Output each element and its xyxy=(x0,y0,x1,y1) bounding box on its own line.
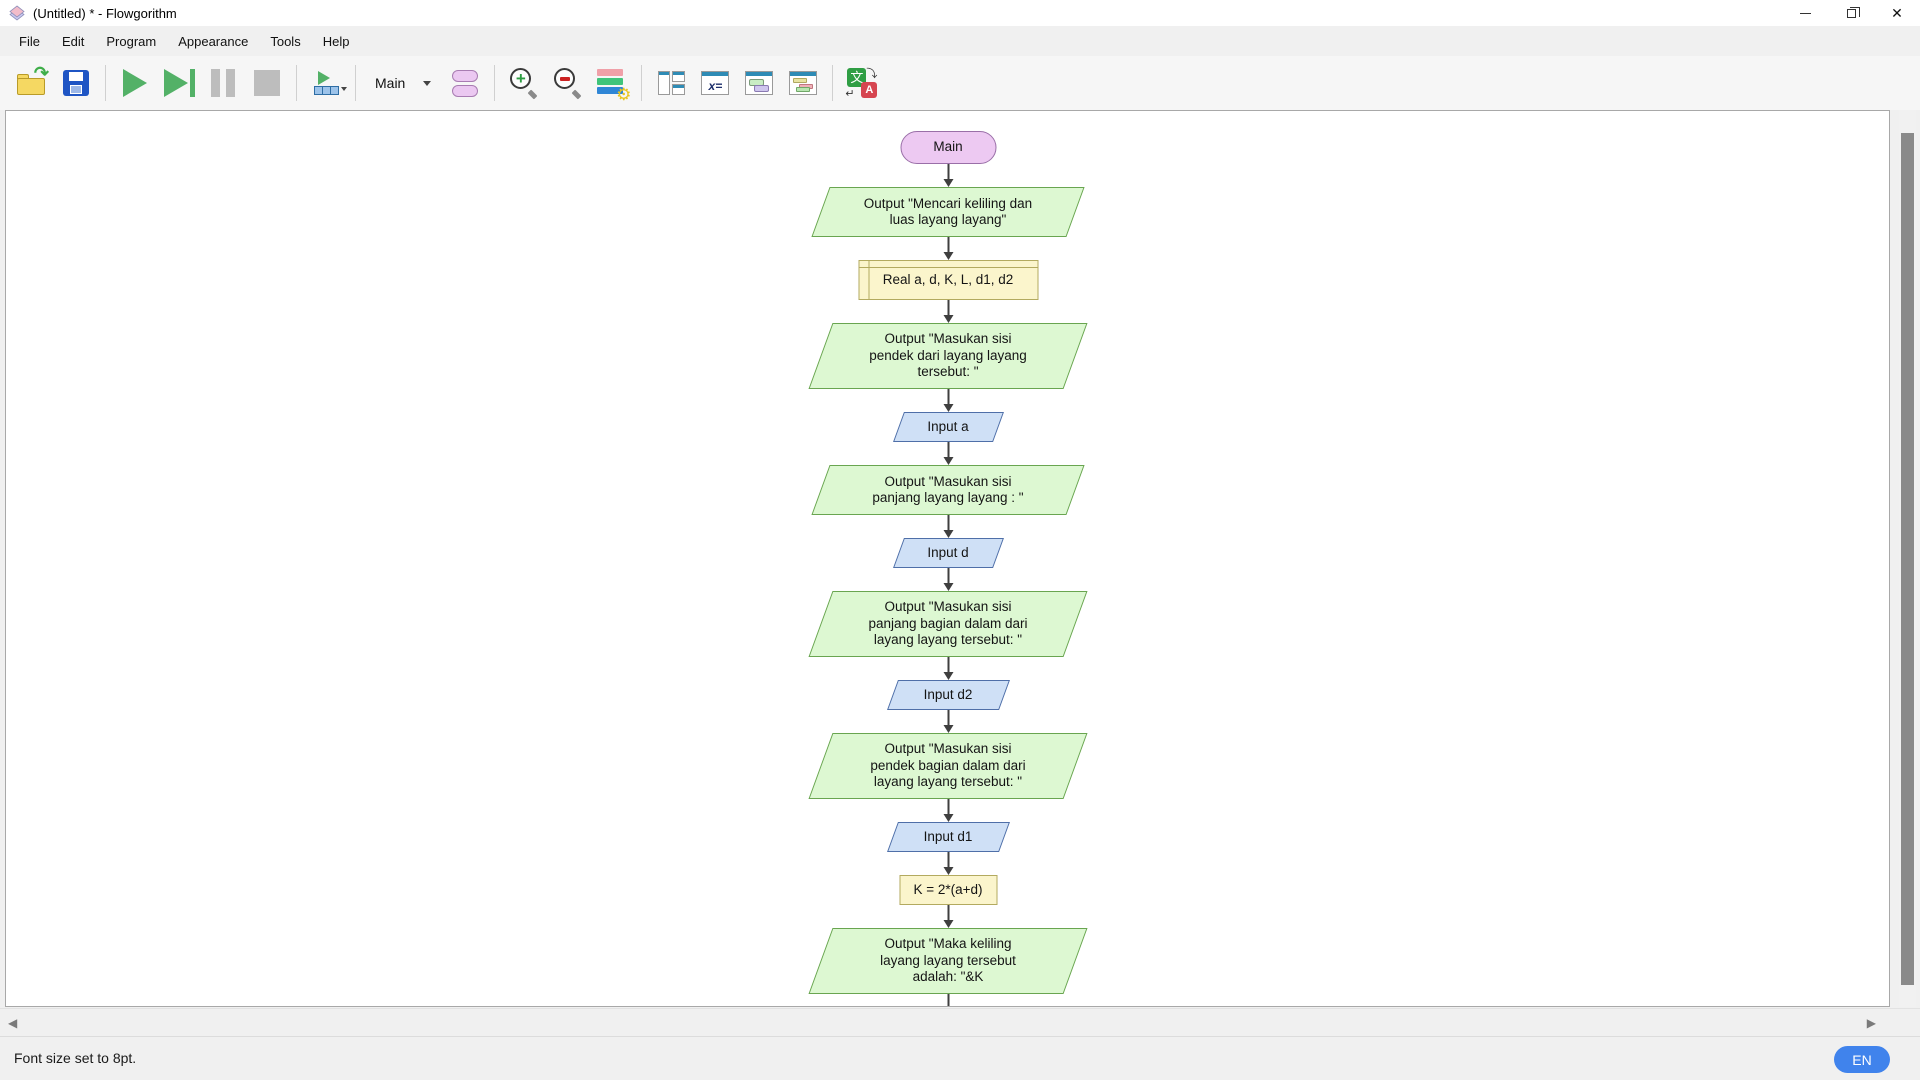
status-bar: Font size set to 8pt. EN xyxy=(0,1036,1920,1080)
function-shapes-icon xyxy=(452,69,479,97)
vertical-scrollbar[interactable] xyxy=(1899,110,1916,1007)
menu-tools[interactable]: Tools xyxy=(270,33,301,49)
menu-bar: File Edit Program Appearance Tools Help xyxy=(0,26,1920,56)
window-layout-icon xyxy=(657,71,685,95)
flowchart-node-input-a[interactable]: Input a xyxy=(892,412,1004,442)
run-options-button[interactable] xyxy=(304,61,348,105)
pause-icon xyxy=(211,69,235,97)
horizontal-scrollbar[interactable]: ◀ ▶ xyxy=(0,1008,1920,1036)
vertical-scrollbar-thumb[interactable] xyxy=(1901,133,1914,985)
function-manager-button[interactable] xyxy=(443,61,487,105)
toolbar-separator xyxy=(105,65,106,101)
stop-button[interactable] xyxy=(245,61,289,105)
flow-arrow[interactable] xyxy=(943,237,953,260)
restore-button[interactable] xyxy=(1828,0,1874,26)
output-window-icon xyxy=(789,71,818,95)
menu-help[interactable]: Help xyxy=(322,33,350,49)
flow-arrow[interactable] xyxy=(943,389,953,412)
flowchart-node-output-4[interactable]: Output "Masukan sisi panjang bagian dala… xyxy=(808,591,1088,657)
flow-arrow[interactable] xyxy=(943,515,953,538)
zoom-out-icon xyxy=(553,68,583,100)
flow-arrow[interactable] xyxy=(943,905,953,928)
window-layout-button[interactable] xyxy=(649,61,693,105)
flowchart-node-input-d1[interactable]: Input d1 xyxy=(886,822,1010,852)
flowchart-node-input-d[interactable]: Input d xyxy=(892,538,1004,568)
chart-style-icon: ⚙ xyxy=(597,69,631,103)
menu-edit[interactable]: Edit xyxy=(61,33,85,49)
flowchart-canvas[interactable]: Main Output "Mencari keliling dan luas l… xyxy=(5,110,1890,1007)
save-icon xyxy=(63,70,89,96)
step-icon xyxy=(163,69,195,97)
toolbar-separator xyxy=(355,65,356,101)
flow-line xyxy=(947,994,949,1006)
zoom-out-button[interactable] xyxy=(546,61,590,105)
scroll-right-arrow-icon[interactable]: ▶ xyxy=(1866,1016,1876,1030)
restore-icon xyxy=(1846,6,1860,18)
dropdown-arrow-icon xyxy=(341,87,347,91)
toolbar-separator xyxy=(494,65,496,101)
flow-arrow[interactable] xyxy=(943,568,953,591)
output-window-button[interactable] xyxy=(781,61,825,105)
window-title: (Untitled) * - Flowgorithm xyxy=(33,5,177,21)
zoom-in-icon: + xyxy=(509,68,539,100)
flowchart-node-output-5[interactable]: Output "Masukan sisi pendek bagian dalam… xyxy=(808,733,1088,799)
stop-icon xyxy=(254,70,280,96)
toolbar: ↷ Main + ⚙ xyxy=(0,56,1920,110)
flowchart-node-output-3[interactable]: Output "Masukan sisi panjang layang laya… xyxy=(811,465,1085,515)
open-button[interactable]: ↷ xyxy=(10,61,54,105)
status-message: Font size set to 8pt. xyxy=(14,1050,137,1066)
menu-program[interactable]: Program xyxy=(106,33,157,49)
zoom-in-button[interactable]: + xyxy=(502,61,546,105)
function-selector-value: Main xyxy=(375,75,406,91)
variable-watch-button[interactable]: x= xyxy=(693,61,737,105)
save-button[interactable] xyxy=(54,61,98,105)
function-selector[interactable]: Main xyxy=(363,61,443,105)
run-options-icon xyxy=(314,71,339,95)
console-window-button[interactable] xyxy=(737,61,781,105)
flow-arrow[interactable] xyxy=(943,164,953,187)
menu-appearance[interactable]: Appearance xyxy=(178,33,249,49)
flowchart: Main Output "Mencari keliling dan luas l… xyxy=(808,131,1088,1006)
flow-arrow[interactable] xyxy=(943,657,953,680)
flow-arrow[interactable] xyxy=(943,852,953,875)
language-badge[interactable]: EN xyxy=(1834,1046,1890,1073)
flow-arrow[interactable] xyxy=(943,710,953,733)
app-logo-icon xyxy=(9,5,25,21)
minimize-button[interactable] xyxy=(1782,0,1828,26)
flow-arrow[interactable] xyxy=(943,442,953,465)
toolbar-separator xyxy=(296,65,297,101)
close-button[interactable]: ✕ xyxy=(1874,0,1920,26)
console-window-icon xyxy=(745,71,774,95)
flowchart-node-output-2[interactable]: Output "Masukan sisi pendek dari layang … xyxy=(808,323,1088,389)
chevron-down-icon xyxy=(423,80,432,86)
flow-arrow[interactable] xyxy=(943,799,953,822)
chart-style-button[interactable]: ⚙ xyxy=(590,61,634,105)
flowchart-node-output-6[interactable]: Output "Maka keliling layang layang ters… xyxy=(808,928,1088,994)
title-bar: (Untitled) * - Flowgorithm ✕ xyxy=(0,0,1920,26)
run-icon xyxy=(123,69,147,97)
flowchart-node-main[interactable]: Main xyxy=(900,131,996,164)
flowchart-node-output-1[interactable]: Output "Mencari keliling dan luas layang… xyxy=(811,187,1085,237)
close-icon: ✕ xyxy=(1891,5,1903,21)
flow-arrow[interactable] xyxy=(943,300,953,323)
step-button[interactable] xyxy=(157,61,201,105)
flowchart-node-input-d2[interactable]: Input d2 xyxy=(886,680,1010,710)
flowchart-node-declare[interactable]: Real a, d, K, L, d1, d2 xyxy=(858,260,1038,300)
toolbar-separator xyxy=(641,65,643,101)
scroll-left-arrow-icon[interactable]: ◀ xyxy=(8,1016,18,1030)
variable-watch-icon: x= xyxy=(701,71,730,95)
flowchart-node-assign-k[interactable]: K = 2*(a+d) xyxy=(899,875,997,905)
toolbar-separator xyxy=(832,65,834,101)
minimize-icon xyxy=(1799,12,1811,14)
menu-file[interactable]: File xyxy=(19,33,40,49)
pause-button[interactable] xyxy=(201,61,245,105)
run-button[interactable] xyxy=(113,61,157,105)
open-icon: ↷ xyxy=(17,63,49,95)
